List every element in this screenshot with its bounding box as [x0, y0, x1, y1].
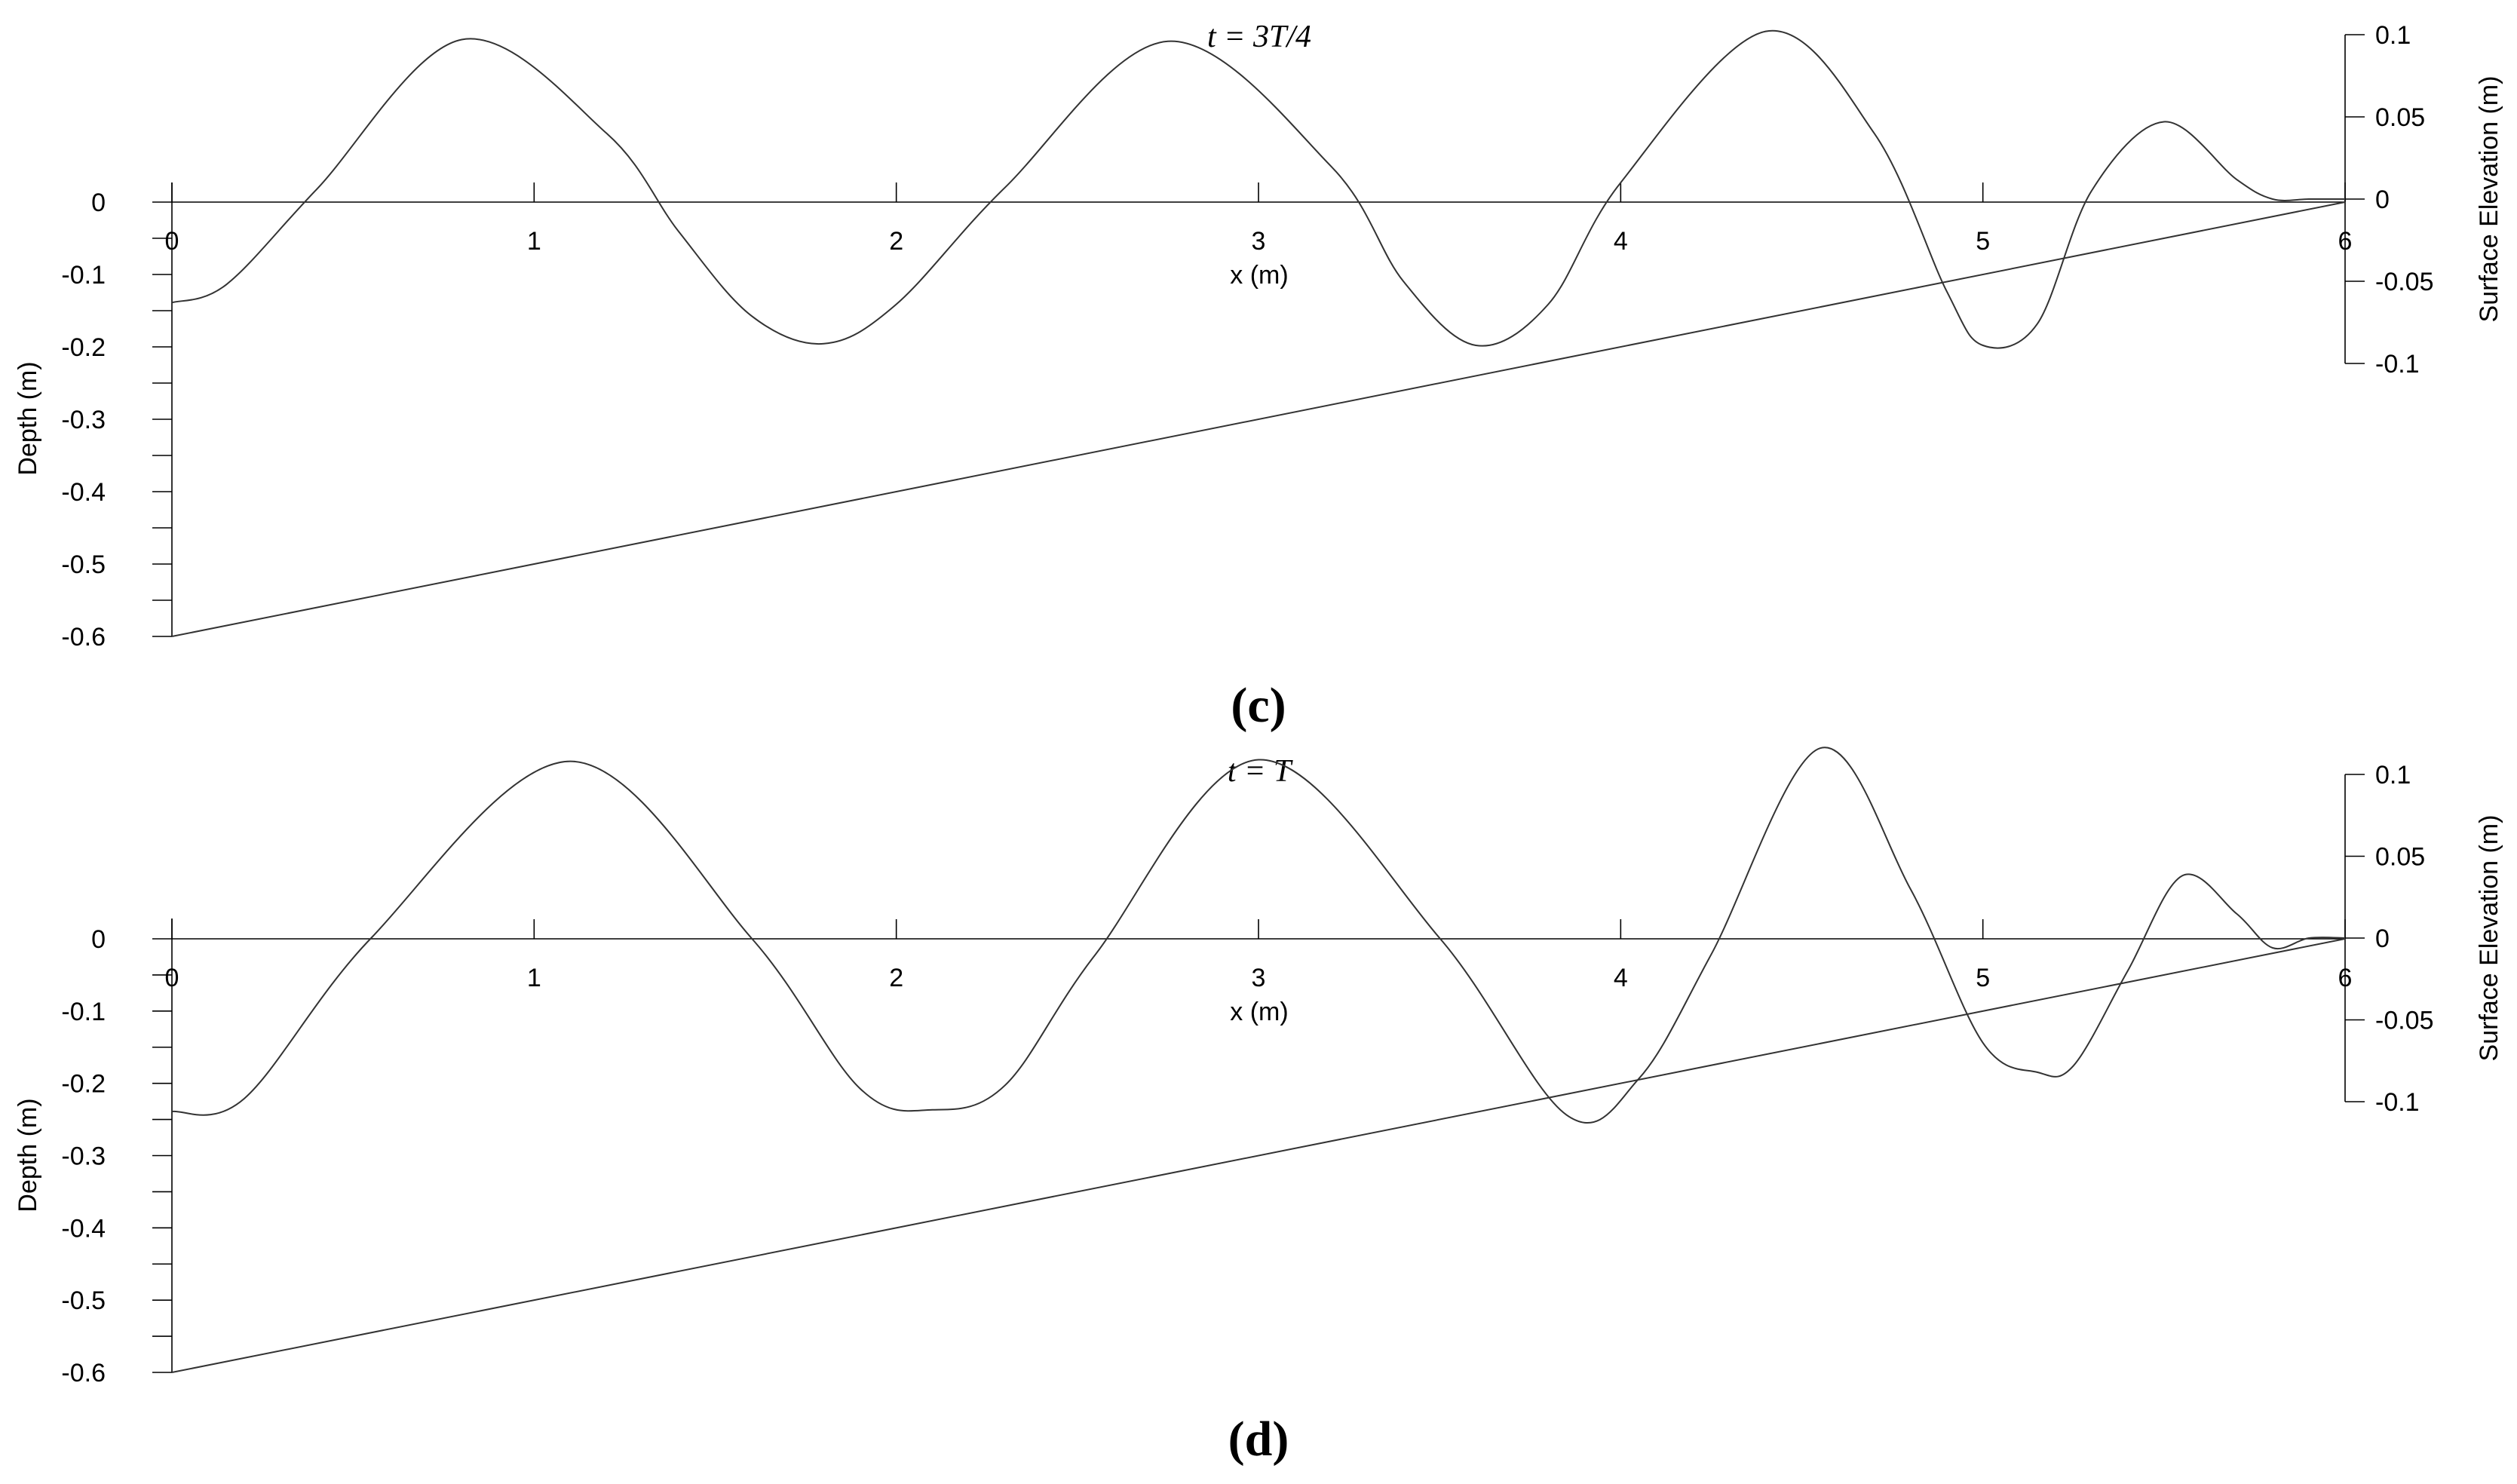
y2-tick-label: 0.05	[2375, 843, 2425, 872]
x-ticks: 0 1 2 3 4 5 6	[165, 919, 2353, 992]
x-tick-label: 2	[889, 227, 903, 256]
y2-tick-label: 0.1	[2375, 761, 2411, 790]
y-tick-label: -0.1	[61, 261, 106, 290]
x-tick-label: 0	[165, 964, 179, 992]
y-tick-label: -0.3	[61, 406, 106, 434]
y-ticks: 0 -0.1 -0.2 -0.3 -0.4 -0.5 -0.6	[61, 925, 172, 1387]
x-tick-label: 1	[527, 964, 541, 992]
y-ticks: 0 -0.1 -0.2 -0.3 -0.4 -0.5 -0.6	[61, 189, 172, 652]
x-tick-label: 4	[1614, 227, 1628, 256]
y-tick-label: -0.6	[61, 623, 106, 652]
y2-ticks: 0.1 0.05 0 -0.05 -0.1	[2345, 21, 2434, 379]
y2-axis-label: Surface Elevation (m)	[2475, 76, 2503, 323]
panel-label: (c)	[1231, 678, 1286, 733]
x-tick-label: 2	[889, 964, 903, 992]
x-tick-label: 5	[1976, 964, 1990, 992]
y2-tick-label: 0.1	[2375, 21, 2411, 50]
x-tick-label: 6	[2338, 227, 2353, 256]
y2-tick-label: -0.1	[2375, 1088, 2420, 1117]
y-tick-label: 0	[91, 189, 106, 217]
y-tick-label: -0.4	[61, 478, 106, 507]
x-tick-label: 6	[2338, 964, 2353, 992]
chart-title: t = 3T/4	[1207, 20, 1311, 54]
panel-label: (d)	[1228, 1412, 1289, 1467]
x-tick-label: 4	[1614, 964, 1628, 992]
x-tick-label: 5	[1976, 227, 1990, 256]
y2-tick-label: -0.05	[2375, 1007, 2434, 1035]
x-tick-label: 0	[165, 227, 179, 256]
x-axis-label: x (m)	[1230, 261, 1288, 290]
y-axis-label: Depth (m)	[14, 1098, 42, 1212]
surface-elevation-line	[171, 29, 2345, 349]
panel-c: t = 3T/4 0 1 2 3 4 5 6 0 -0.1 -0.2 -0.3 -0.4 -0.5 -0…	[14, 20, 2503, 733]
y2-tick-label: -0.1	[2375, 350, 2420, 379]
y2-tick-label: 0.05	[2375, 103, 2425, 132]
y-tick-label: -0.5	[61, 1286, 106, 1315]
y-tick-label: -0.2	[61, 1070, 106, 1099]
axes	[171, 774, 2346, 1372]
surface-elevation-line	[171, 747, 2346, 1124]
y2-tick-label: 0	[2375, 186, 2390, 214]
y-tick-label: -0.3	[61, 1142, 106, 1171]
x-ticks: 0 1 2 3 4 5 6	[165, 182, 2353, 256]
x-tick-label: 1	[527, 227, 541, 256]
x-tick-label: 3	[1252, 964, 1266, 992]
x-tick-label: 3	[1252, 227, 1266, 256]
axes	[171, 35, 2346, 636]
y-tick-label: -0.1	[61, 998, 106, 1026]
series	[171, 29, 2346, 637]
y-tick-label: 0	[91, 925, 106, 954]
y-tick-label: -0.5	[61, 550, 106, 579]
y2-axis-label: Surface Elevation (m)	[2475, 815, 2503, 1062]
y-axis-label: Depth (m)	[14, 361, 42, 475]
y2-tick-label: 0	[2375, 924, 2390, 953]
bed-profile-line	[171, 938, 2346, 1373]
x-axis-label: x (m)	[1230, 998, 1288, 1026]
series	[171, 747, 2346, 1373]
y2-ticks: 0.1 0.05 0 -0.05 -0.1	[2345, 761, 2434, 1117]
y-tick-label: -0.4	[61, 1214, 106, 1243]
y-tick-label: -0.2	[61, 333, 106, 362]
y2-tick-label: -0.05	[2375, 268, 2434, 296]
bed-profile-line	[171, 201, 2346, 637]
y-tick-label: -0.6	[61, 1359, 106, 1387]
